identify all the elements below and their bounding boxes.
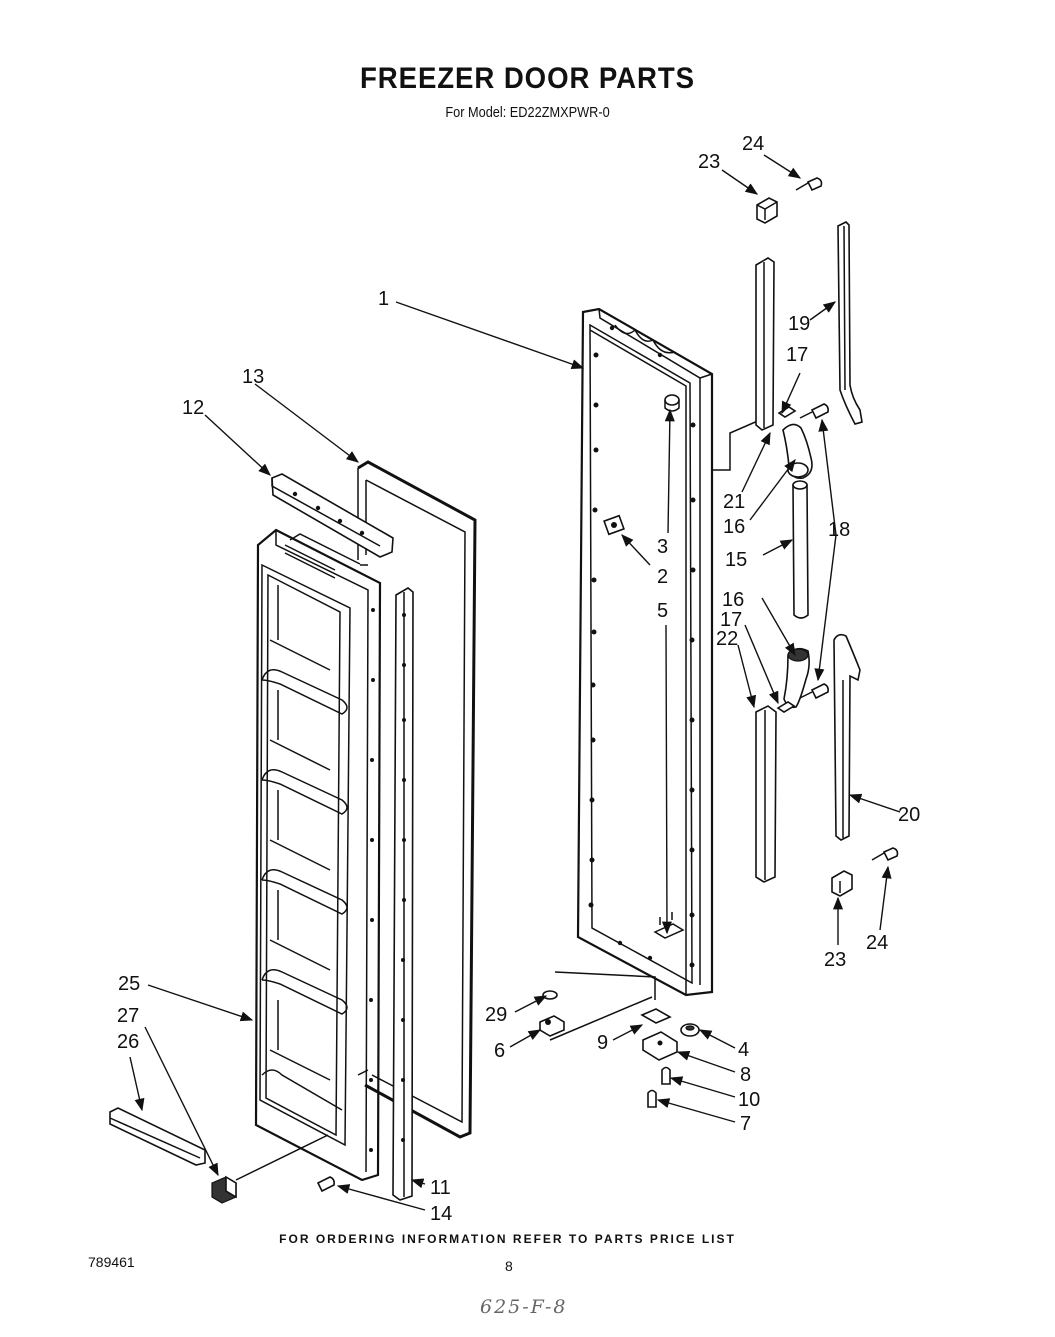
callout-2: 2	[657, 566, 668, 588]
callout-17-lower: 17	[720, 609, 742, 631]
callout-4: 4	[738, 1039, 749, 1061]
callout-15: 15	[725, 549, 747, 571]
callout-19: 19	[788, 313, 810, 335]
bottom-hinge-screw	[871, 847, 899, 862]
outer-door-panel	[576, 307, 761, 997]
top-trim-strip	[271, 473, 394, 558]
leader-lines	[129, 154, 901, 1211]
upper-handle-screw	[799, 403, 829, 420]
inner-door-liner	[254, 528, 382, 1182]
lower-handle-screw	[799, 683, 829, 700]
door-gasket	[357, 460, 477, 1139]
callout-14: 14	[430, 1203, 452, 1225]
callout-23-bottom: 23	[824, 949, 846, 971]
side-trim-strip	[392, 587, 414, 1201]
liner-shelves	[261, 585, 348, 1111]
document-number: 789461	[88, 1254, 135, 1270]
liner-screw	[316, 1176, 335, 1193]
callout-5: 5	[657, 600, 668, 622]
page-title: FREEZER DOOR PARTS	[359, 62, 695, 95]
callout-23-top: 23	[698, 151, 720, 173]
door-panel-holes	[588, 325, 696, 968]
callout-16-lower: 16	[722, 589, 744, 611]
callout-27: 27	[117, 1005, 139, 1027]
handwritten-note: 625-F-8	[480, 1296, 568, 1318]
callout-24-top: 24	[742, 133, 764, 155]
callout-12: 12	[182, 397, 204, 419]
callout-numbers: 1 2 3 4 5 6 7 8 9 10 11 12 13 14 15 16 1…	[117, 133, 920, 1225]
callout-8: 8	[740, 1064, 751, 1086]
callout-21: 21	[723, 491, 745, 513]
lower-handle-end-cap	[783, 647, 810, 709]
upper-handle-post	[755, 257, 775, 431]
upper-handle-trim	[837, 221, 863, 425]
callout-29: 29	[485, 1004, 507, 1026]
callout-13: 13	[242, 366, 264, 388]
bottom-hinge-cap	[831, 870, 853, 897]
callout-11: 11	[430, 1177, 451, 1199]
bottom-hinge-assembly	[539, 971, 700, 1108]
callout-26: 26	[117, 1031, 139, 1053]
lower-handle-trim	[833, 633, 861, 841]
top-hinge-screw	[795, 177, 823, 192]
callout-1: 1	[378, 288, 389, 310]
bottom-end-cap	[211, 1175, 237, 1204]
upper-handle-clip	[777, 406, 797, 418]
callout-10: 10	[738, 1089, 760, 1111]
callout-16-upper: 16	[723, 516, 745, 538]
ordering-note: FOR ORDERING INFORMATION REFER TO PARTS …	[279, 1232, 736, 1246]
callout-3: 3	[657, 536, 668, 558]
page-number: 8	[505, 1258, 513, 1274]
callout-17-upper: 17	[786, 344, 808, 366]
callout-20: 20	[898, 804, 920, 826]
callout-24-bottom: 24	[866, 932, 888, 954]
callout-18: 18	[828, 519, 850, 541]
callout-9: 9	[597, 1032, 608, 1054]
callout-6: 6	[494, 1040, 505, 1062]
lower-handle-post	[755, 705, 777, 883]
liner-holes	[369, 608, 375, 1152]
lower-handle-clip	[776, 701, 796, 713]
bottom-trim-strip	[109, 1107, 206, 1166]
handle-tube	[792, 480, 809, 619]
callout-22: 22	[716, 628, 738, 650]
model-subtitle: For Model: ED22ZMXPWR-0	[445, 104, 610, 121]
callout-7: 7	[740, 1113, 751, 1135]
top-hinge-cap	[756, 197, 778, 224]
callout-25: 25	[118, 973, 140, 995]
